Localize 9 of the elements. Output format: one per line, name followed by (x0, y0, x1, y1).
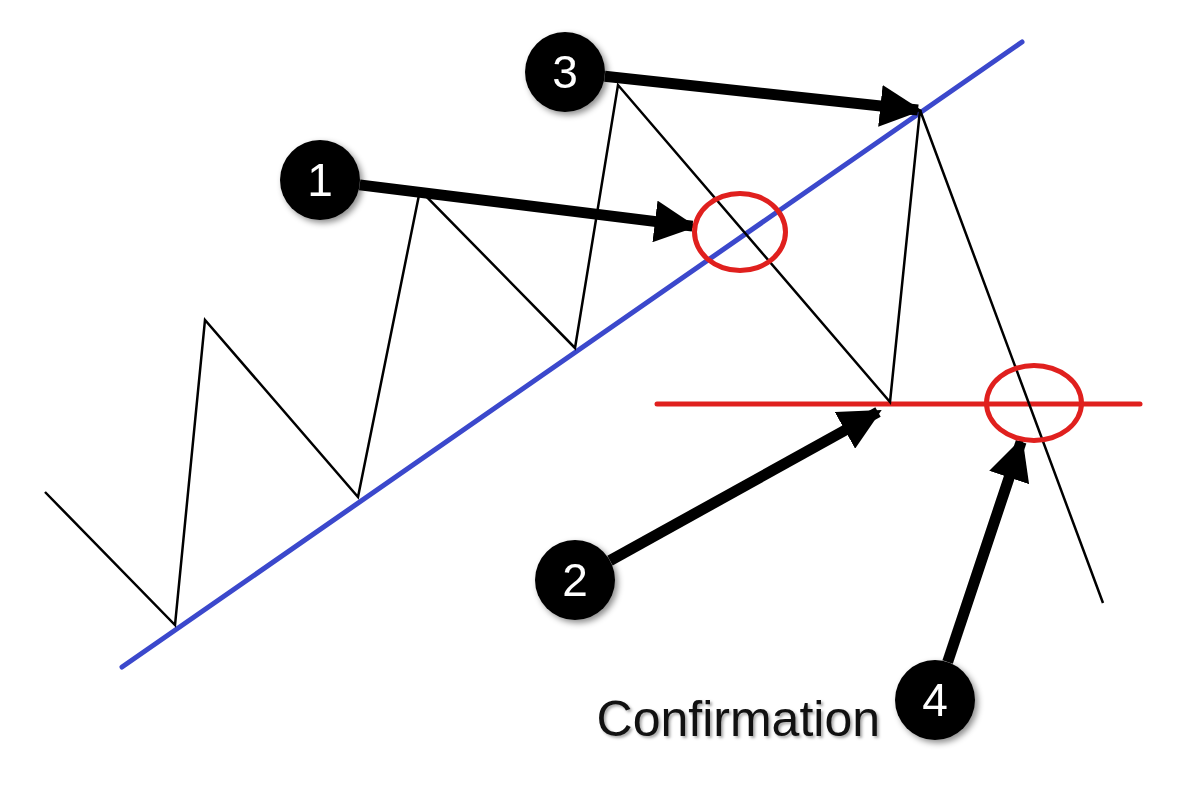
highlight-circle (984, 363, 1084, 443)
highlight-circle (692, 191, 788, 273)
number-badge: 4 (895, 660, 975, 740)
number-badge: 2 (535, 540, 615, 620)
arrow (604, 70, 923, 127)
number-badge: 1 (280, 140, 360, 220)
arrow (607, 407, 882, 566)
caption-text: Confirmation (596, 690, 880, 748)
number-badge: 3 (525, 32, 605, 112)
